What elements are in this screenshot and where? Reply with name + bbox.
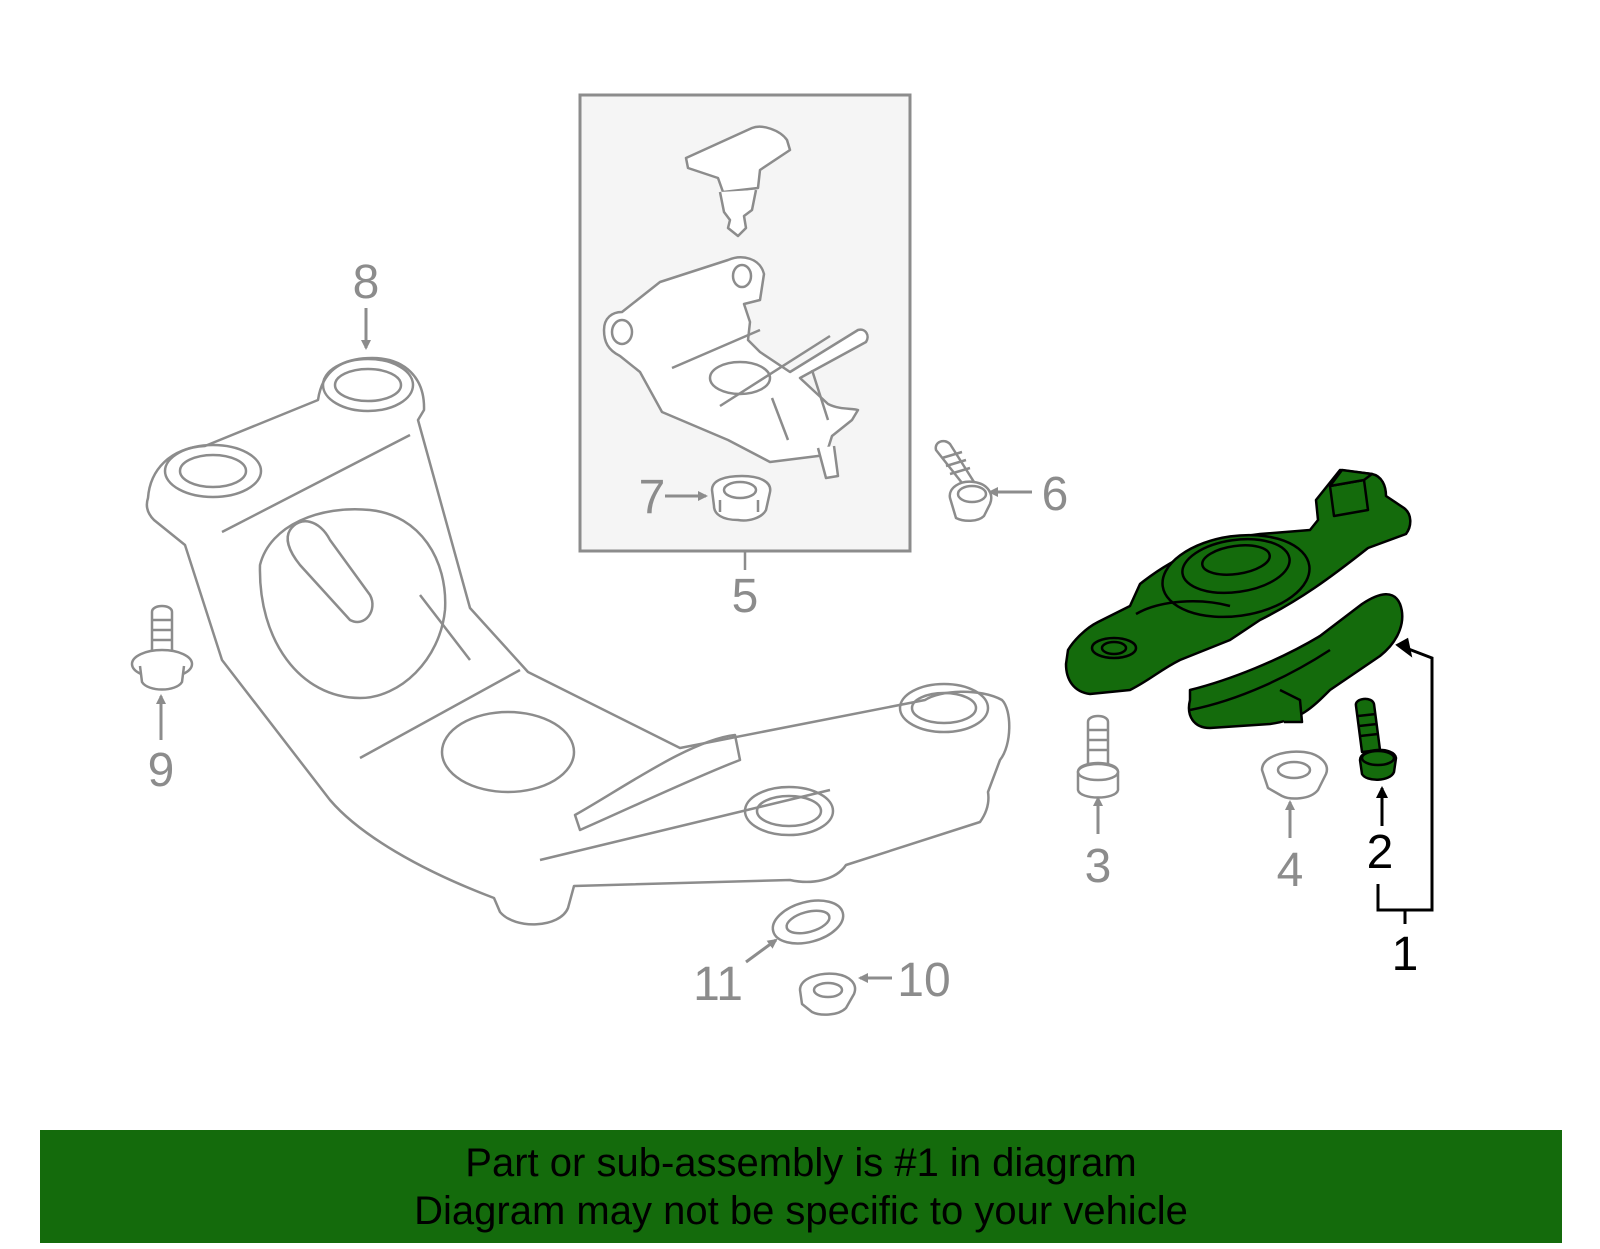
banner-line-disclaimer: Diagram may not be specific to your vehi… xyxy=(414,1188,1188,1233)
callout-8: 8 xyxy=(353,256,380,309)
crossmember xyxy=(145,356,1011,926)
leader-lines-gray xyxy=(156,308,1295,983)
callout-7: 7 xyxy=(639,471,666,524)
nut-10 xyxy=(798,972,857,1016)
callout-4: 4 xyxy=(1277,844,1304,897)
bolt-3 xyxy=(1076,714,1120,799)
callout-3: 3 xyxy=(1085,840,1112,893)
mount-cap xyxy=(684,125,792,238)
callout-5: 5 xyxy=(732,570,759,623)
parts-diagram: 1 2 3 4 5 6 7 8 9 10 11 xyxy=(130,93,1434,1016)
callout-6: 6 xyxy=(1042,468,1069,521)
nut-7 xyxy=(710,474,772,522)
callout-1: 1 xyxy=(1392,928,1419,981)
callout-11: 11 xyxy=(693,958,743,1011)
washer-11 xyxy=(771,899,845,945)
callout-2: 2 xyxy=(1367,826,1394,879)
banner-line-part-number: Part or sub-assembly is #1 in diagram xyxy=(465,1140,1137,1185)
bolt-2 xyxy=(1354,697,1398,781)
leader-lines-black xyxy=(1376,637,1434,924)
info-banner: Part or sub-assembly is #1 in diagram Di… xyxy=(40,1130,1562,1243)
callout-9: 9 xyxy=(148,744,175,797)
mount-bracket xyxy=(602,256,869,480)
bolt-9 xyxy=(130,604,194,691)
nut-4 xyxy=(1260,750,1329,800)
engine-mount-part-1 xyxy=(1064,468,1412,730)
callout-10: 10 xyxy=(897,954,950,1007)
bolt-6 xyxy=(934,439,993,522)
